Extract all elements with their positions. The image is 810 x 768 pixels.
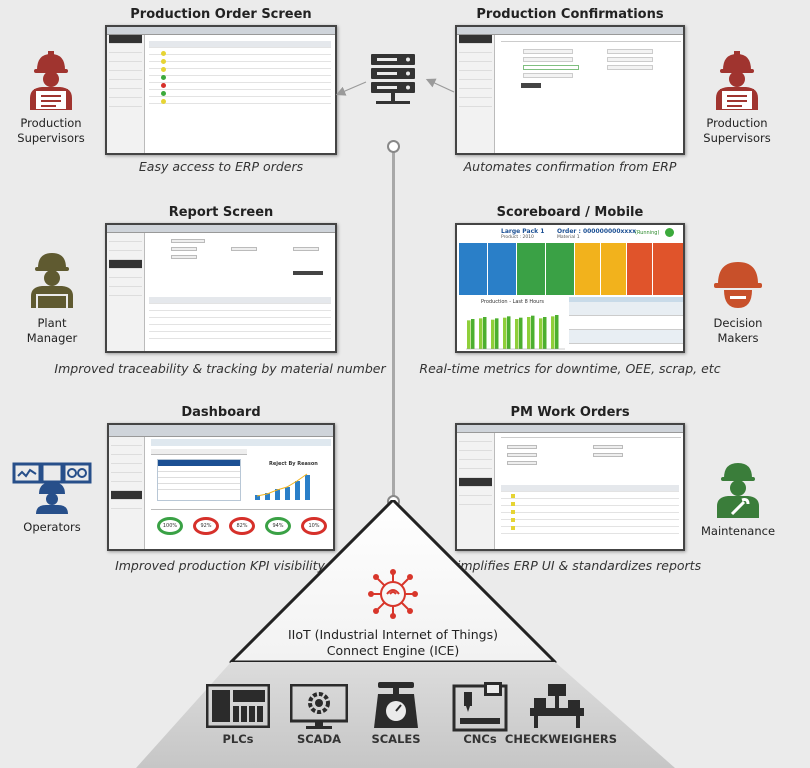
scada-icon [290,684,348,729]
kpi-gauge: 82% [229,517,255,535]
production-confirmations-caption: Automates confirmation from ERP [463,159,677,174]
scoreboard-order: Order : 000000000xxxx [557,228,637,235]
kpi-gauge: 100% [157,517,183,535]
dashboard-chart-title: Reject By Reason [269,461,318,467]
scoreboard-screenshot: Large Pack 1 Product : 2010 Order : 0000… [455,223,685,353]
gauge-row: 100% 92% 82% 94% 10% [153,513,333,543]
pm-work-orders-title: PM Work Orders [510,405,630,420]
pm-work-orders-screenshot [455,423,685,551]
role-decision-makers: Decision Makers [713,316,763,345]
report-screen-caption: Improved traceability & tracking by mate… [54,361,386,376]
device-label-scales: SCALES [371,732,421,746]
production-confirmations-title: Production Confirmations [476,7,664,22]
report-screen-screenshot [105,223,337,353]
kpi-gauge: 92% [193,517,219,535]
role-production-supervisors-right: Production Supervisors [703,116,771,145]
kpi-gauge-value: 94% [272,523,284,529]
production-order-caption: Easy access to ERP orders [138,159,304,174]
kpi-tile-good [488,243,516,295]
iiot-network-icon [368,569,418,619]
dashboard-caption: Improved production KPI visibility [115,558,325,573]
scoreboard-chart-title: Production - Last 8 Hours [481,299,545,305]
iiot-label-line1: IIoT (Industrial Internet of Things) [287,627,498,642]
role-production-supervisors-left: Production Supervisors [17,116,85,145]
connector-arrows [335,78,455,96]
kpi-tile-availability [575,243,600,295]
role-plant-manager: Plant Manager [26,316,78,345]
kpi-gauge-value: 92% [200,523,212,529]
kpi-tile-total [459,243,487,295]
production-bar [531,315,535,349]
scales-icon [374,682,418,728]
device-label-checkweighers: CHECKWEIGHERS [504,732,618,746]
maintenance-wrench-icon [717,463,759,518]
production-bar [495,318,499,349]
production-bar [467,320,471,349]
kpi-tile-scrap [517,243,545,295]
supervisor-worker-icon [30,51,72,110]
kpi-gauge-value: 82% [236,523,248,529]
device-label-scada: SCADA [296,732,342,746]
role-operators: Operators [23,520,81,534]
production-bar [471,319,475,349]
dashboard-screenshot: Reject By Reason 100% 92% 82% 94% 10% [107,423,335,551]
production-bar [543,317,547,349]
server-icon [371,54,415,104]
kpi-gauge: 94% [265,517,291,535]
top-connector-node [387,140,400,153]
kpi-gauge: 10% [301,517,327,535]
cnc-icon [452,682,508,732]
checkweigher-icon [530,684,584,728]
scoreboard-product: Product : 2010 [501,235,534,240]
role-maintenance: Maintenance [700,524,776,538]
report-screen-title: Report Screen [168,205,274,220]
plc-icon [206,684,270,728]
kpi-tile-stops [653,243,683,295]
reject-by-reason-chart [255,473,310,500]
scoreboard-status-icon [665,228,674,237]
supervisor-worker-icon [716,51,758,110]
scoreboard-line-name: Large Pack 1 [501,228,545,235]
device-label-plcs: PLCs [222,732,254,746]
kpi-tile-lost-time [601,243,626,295]
production-confirmations-screenshot [455,25,685,155]
production-bar [551,316,555,349]
decision-maker-hardhat-icon [714,262,762,308]
production-bar [555,315,559,349]
production-order-title: Production Order Screen [130,7,312,22]
production-bar [515,319,519,349]
plant-manager-icon [31,253,73,308]
kpi-tile-rate [546,243,574,295]
production-order-screenshot [105,25,337,155]
device-label-cncs: CNCs [463,732,497,746]
dashboard-title: Dashboard [181,405,261,420]
production-bar [491,319,495,349]
production-bar [539,318,543,349]
iiot-label-line2: Connect Engine (ICE) [326,643,460,658]
kpi-tile-downtime [627,243,652,295]
kpi-gauge-value: 10% [308,523,320,529]
scoreboard-title: Scoreboard / Mobile [496,205,644,220]
production-bar [483,317,487,349]
production-bar [479,318,483,349]
scoreboard-caption: Real-time metrics for downtime, OEE, scr… [419,361,721,376]
scoreboard-material: Material 1 [557,235,580,240]
production-bar [503,317,507,349]
scoreboard-bar-chart [466,315,565,350]
vertical-connector-line [392,145,395,500]
kpi-gauge-value: 100% [162,523,178,529]
production-bar [519,317,523,349]
production-bar [527,317,531,349]
scoreboard-status: (Running) [635,230,660,236]
production-bar [507,316,511,349]
operator-monitoring-icon [12,462,92,514]
pm-work-orders-caption: Simplifies ERP UI & standardizes reports [448,558,702,573]
